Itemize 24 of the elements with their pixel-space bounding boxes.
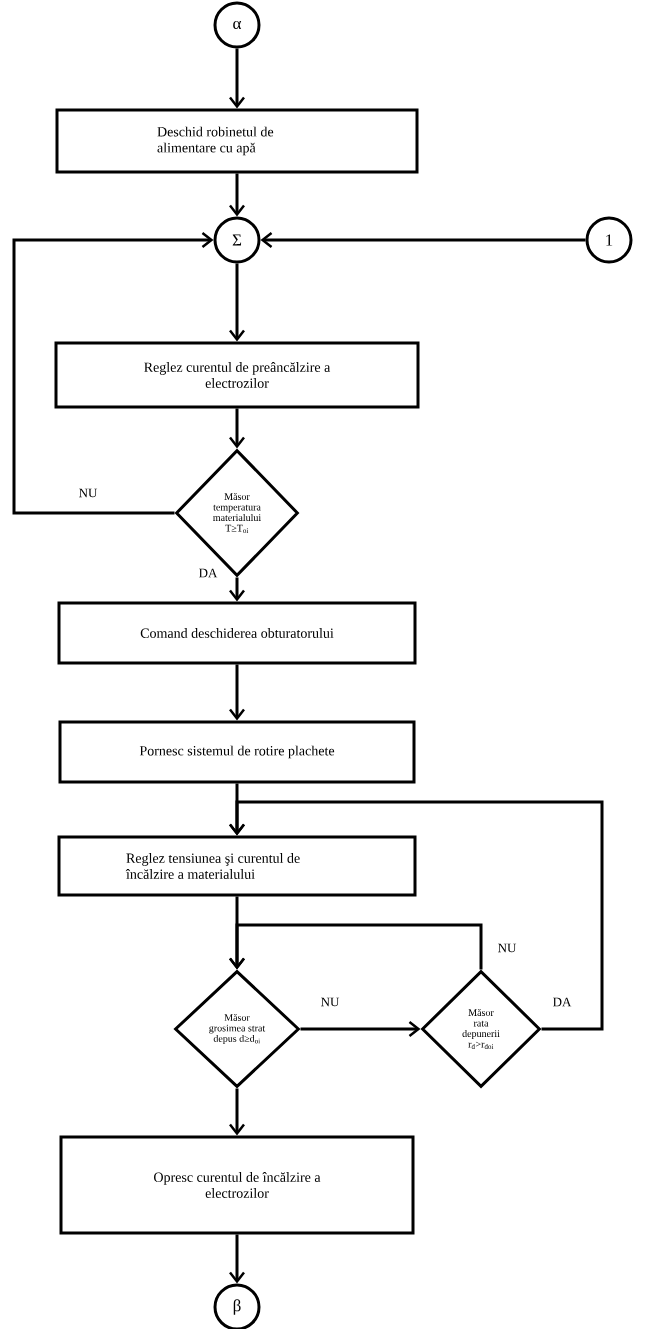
arrow — [229, 664, 245, 721]
arrow — [12, 232, 214, 515]
arrow — [300, 1021, 421, 1037]
process-box: Reglez curentul de preâncălzire a electrozilor — [54, 341, 420, 409]
edge-label: DA — [551, 996, 573, 1008]
arrow — [260, 232, 586, 248]
arrow — [229, 263, 245, 342]
arrow — [229, 1088, 245, 1136]
arrow — [229, 1234, 245, 1284]
edge-label: NU — [77, 487, 99, 499]
arrow — [229, 577, 245, 602]
process-box: Reglez tensiunea şi curentul de încălzire a materialului — [57, 835, 417, 897]
process-box: Opresc curentul de încălzire a electrozilor — [59, 1135, 415, 1235]
process-box: Pornesc sistemul de rotire plachete — [58, 720, 416, 784]
edge-label: NU — [319, 996, 341, 1008]
edge-label: NU — [496, 942, 518, 954]
edge-label: DA — [197, 567, 219, 579]
process-box: Deschid robinetul de alimentare cu apă — [55, 108, 419, 174]
arrow — [229, 173, 245, 217]
process-box: Comand deschiderea obturatorului — [57, 601, 417, 665]
arrow — [229, 923, 483, 970]
arrow — [229, 48, 245, 109]
arrow — [229, 800, 604, 1031]
arrow — [229, 408, 245, 449]
